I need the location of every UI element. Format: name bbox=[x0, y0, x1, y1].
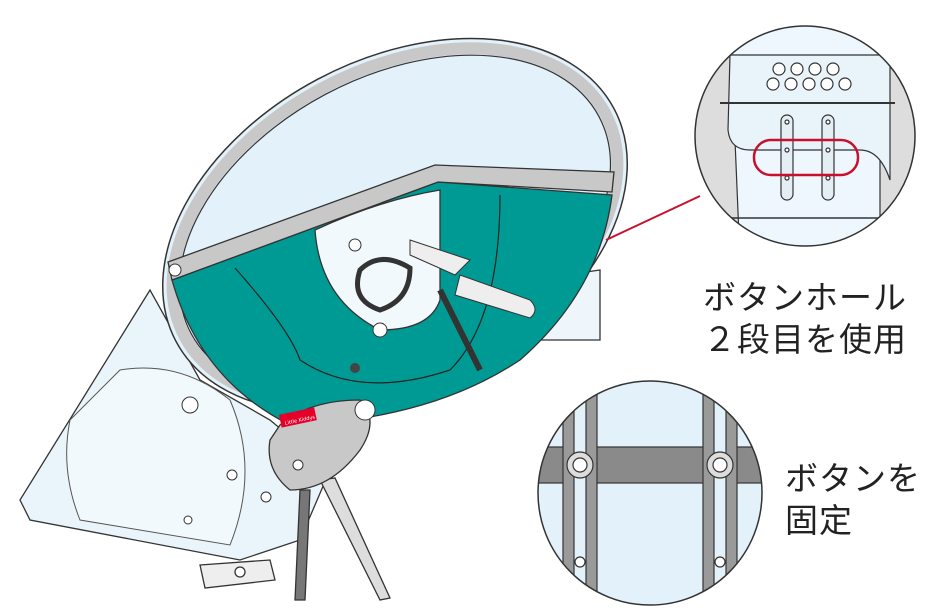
front-cover bbox=[19, 288, 331, 561]
callout-line: ２段目を使用 bbox=[703, 320, 907, 359]
detail-button-hole bbox=[694, 25, 916, 247]
hood: Little Kiddys bbox=[161, 37, 629, 491]
callout-leader-line bbox=[605, 195, 701, 241]
callout-line: ボタンを bbox=[785, 459, 921, 498]
callout-fix-button-label: ボタンを 固定 bbox=[785, 458, 921, 542]
callout-button-hole-label: ボタンホール ２段目を使用 bbox=[703, 277, 907, 361]
callout-line: 固定 bbox=[785, 501, 853, 540]
detail-button-fixed bbox=[537, 380, 763, 606]
callout-line: ボタンホール bbox=[703, 278, 907, 317]
